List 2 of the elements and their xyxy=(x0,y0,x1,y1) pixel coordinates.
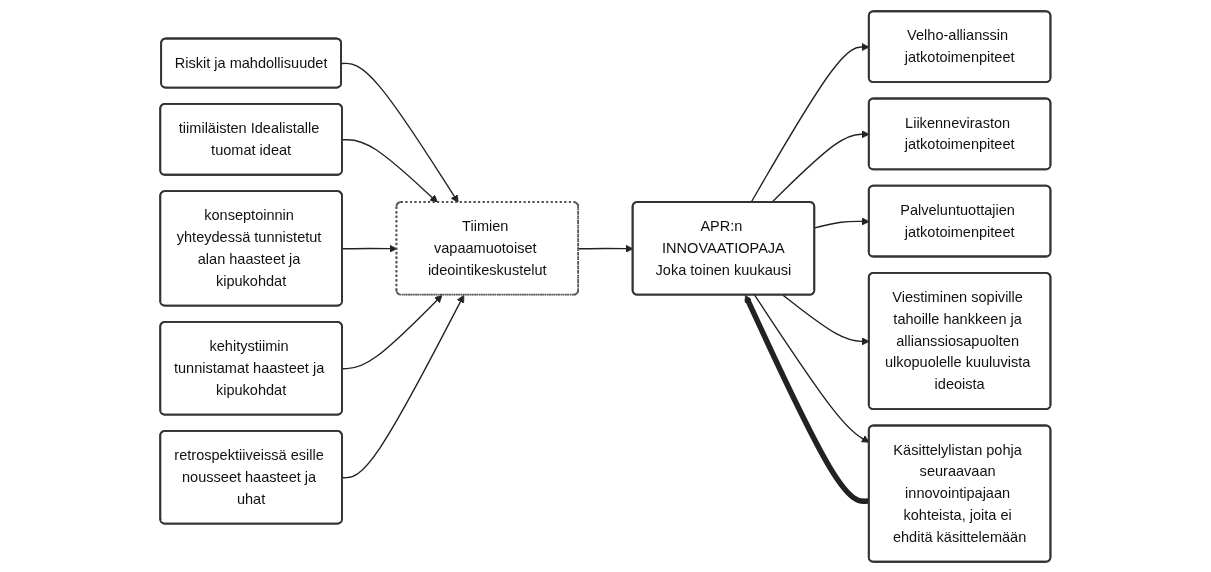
arrow xyxy=(744,294,870,504)
arrow xyxy=(341,62,459,203)
